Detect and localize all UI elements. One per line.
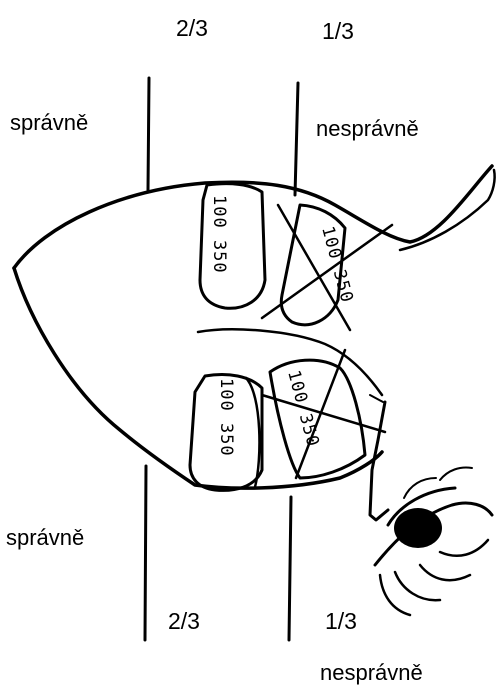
- cross-out-icon: [262, 350, 385, 478]
- divider-bottom-right: [289, 497, 291, 640]
- divider-top-left: [148, 78, 149, 190]
- tube-top-left-label: 100 350: [209, 195, 229, 274]
- tube-bottom-left-label: 100 350: [216, 378, 236, 457]
- divider-bottom-left: [145, 466, 146, 640]
- eye-icon: [375, 468, 492, 616]
- lower-eyelid-outline: [14, 268, 382, 488]
- upper-eyelid-outline: [14, 166, 492, 268]
- lid-tip-mark: [370, 395, 383, 402]
- divider-top-right: [295, 83, 298, 195]
- medial-canthus-line: [370, 402, 388, 520]
- tube-bottom-right-label: 100 350: [283, 368, 323, 449]
- tube-bottom-left-segment: [246, 378, 259, 487]
